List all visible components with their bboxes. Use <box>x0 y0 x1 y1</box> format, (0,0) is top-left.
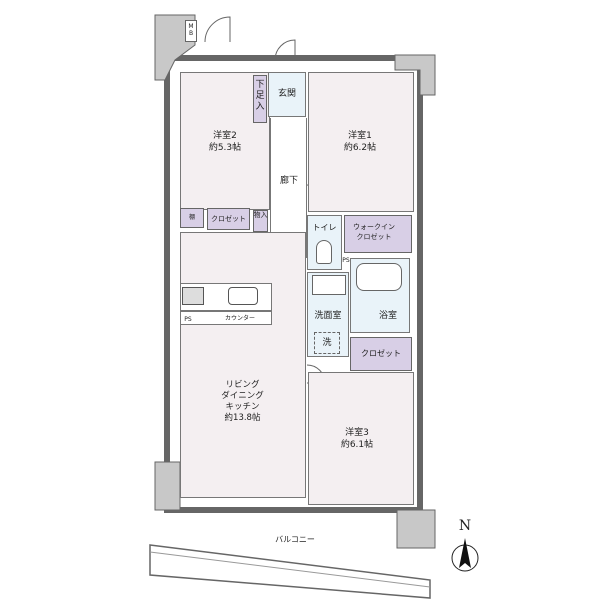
stove-icon <box>182 287 204 305</box>
hallway-label: 廊下 <box>279 176 298 186</box>
western1-size: 約6.2帖 <box>343 143 377 153</box>
room-ldk <box>180 232 306 498</box>
western3-name: 洋室3 <box>345 428 369 438</box>
room-western1 <box>308 72 414 212</box>
balcony-outline <box>149 544 431 599</box>
balcony-label: バルコニー <box>275 535 315 544</box>
storage <box>253 210 268 232</box>
shelf-label: 棚 <box>188 214 195 221</box>
western2-name: 洋室2 <box>213 131 237 141</box>
closet2-label: クロゼット <box>211 215 246 223</box>
compass-arrow-icon <box>451 538 479 572</box>
outer-wall <box>164 55 423 513</box>
entrance-label: 玄関 <box>277 89 296 99</box>
ldk-name: リビング ダイニング キッチン <box>221 380 264 412</box>
meter-box <box>185 20 197 42</box>
door-entrance <box>274 39 296 61</box>
western3-size: 約6.1帖 <box>340 440 374 450</box>
pillar-se <box>396 509 436 549</box>
ldk-label: リビング ダイニング キッチン約13.8帖 <box>205 380 280 424</box>
washbasin-icon <box>312 275 346 295</box>
ldk-size: 約13.8帖 <box>224 413 261 423</box>
ps-toilet-label: PS <box>342 257 350 264</box>
counter-top <box>180 311 272 325</box>
washer-space <box>314 332 340 354</box>
compass-label: N <box>458 518 472 534</box>
washer-label: 洗 <box>322 338 332 348</box>
storage-label: 物入 <box>253 211 268 219</box>
meter-box-label: M B <box>188 23 194 37</box>
room-western3 <box>308 372 414 505</box>
sink-icon <box>228 287 258 305</box>
shoe-storage <box>253 75 267 123</box>
western2-label: 洋室2 約5.3帖 <box>190 130 260 154</box>
toilet-icon <box>316 240 332 264</box>
western1-label: 洋室1 約6.2帖 <box>325 130 395 154</box>
western1-name: 洋室1 <box>348 131 372 141</box>
door-mb <box>204 16 231 43</box>
pillar-sw <box>154 461 181 511</box>
room-entrance <box>268 72 306 117</box>
closet-western2 <box>207 208 250 230</box>
north-compass: N <box>445 518 485 580</box>
walk-in-closet <box>344 215 412 253</box>
bathtub-icon <box>356 263 402 291</box>
bathroom-label: 浴室 <box>378 311 397 321</box>
toilet-label: トイレ <box>312 223 337 232</box>
walk-in-closet-label: ウォークイン クロゼット <box>353 223 395 241</box>
counter-label: カウンター <box>224 315 255 322</box>
pillar-ne <box>394 54 436 96</box>
shelf <box>180 208 204 228</box>
closet3-label: クロゼット <box>361 349 401 358</box>
western2-size: 約5.3帖 <box>208 143 242 153</box>
ps-kitchen-label: PS <box>184 316 192 323</box>
washroom-label: 洗面室 <box>314 311 342 321</box>
western3-label: 洋室3 約6.1帖 <box>322 427 392 451</box>
shoe-storage-label: 下足入 <box>255 80 265 112</box>
closet-western3 <box>350 337 412 371</box>
